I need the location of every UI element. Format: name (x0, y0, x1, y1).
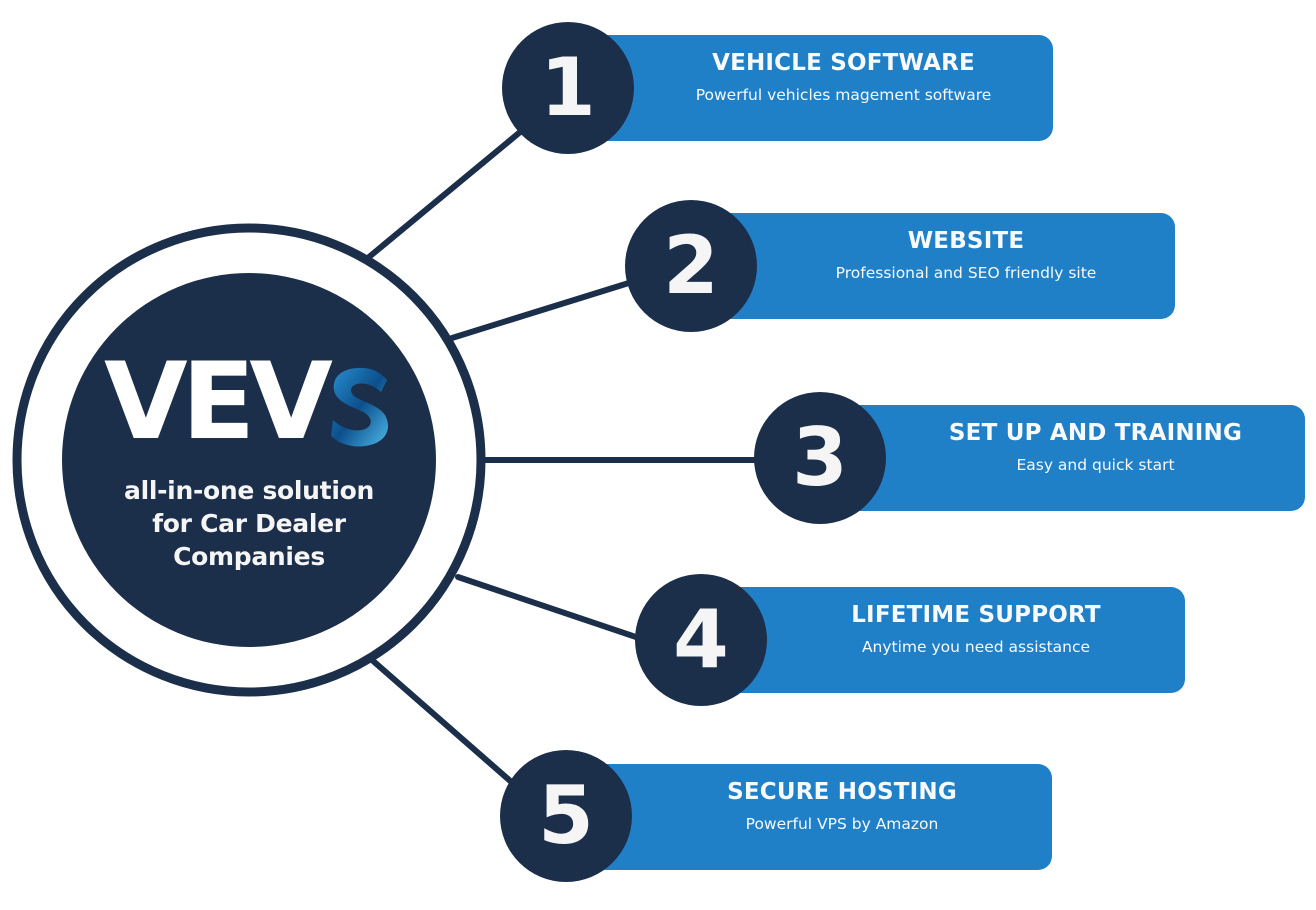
hub-tagline: all-in-one solution for Car Dealer Compa… (62, 474, 436, 573)
feature-subtitle: Anytime you need assistance (861, 638, 1091, 656)
logo-text: VEV (104, 340, 333, 463)
feature-title: WEBSITE (907, 228, 1025, 254)
tagline-line-2: for Car Dealer (152, 509, 346, 538)
logo-s-ribbon-icon (331, 367, 389, 447)
feature-subtitle: Powerful VPS by Amazon (745, 815, 939, 833)
connector-1 (366, 125, 528, 260)
feature-title: SET UP AND TRAINING (948, 420, 1243, 446)
feature-number-badge: 1 (502, 22, 634, 154)
tagline-line-3: Companies (173, 542, 325, 571)
feature-card-secure-hosting: SECURE HOSTING Powerful VPS by Amazon (590, 764, 1052, 870)
feature-card-vehicle-software: VEHICLE SOFTWARE Powerful vehicles magem… (590, 35, 1053, 141)
feature-number-badge: 3 (754, 392, 886, 524)
connectors (366, 125, 763, 789)
feature-title: LIFETIME SUPPORT (851, 602, 1101, 628)
feature-subtitle: Easy and quick start (1016, 456, 1175, 474)
connector-2 (449, 279, 635, 341)
feature-number-badge: 2 (625, 200, 757, 332)
connector-5 (369, 657, 519, 789)
connector-4 (455, 574, 639, 640)
feature-title: VEHICLE SOFTWARE (712, 50, 975, 76)
feature-card-website: WEBSITE Professional and SEO friendly si… (712, 213, 1175, 319)
feature-title: SECURE HOSTING (727, 779, 957, 805)
hub-inner-circle (62, 273, 436, 647)
feature-number-badge: 5 (500, 750, 632, 882)
feature-subtitle: Professional and SEO friendly site (835, 264, 1097, 282)
feature-card-setup-training: SET UP AND TRAINING Easy and quick start (843, 405, 1305, 511)
vevs-logo: VEV (104, 349, 389, 455)
tagline-line-1: all-in-one solution (124, 476, 374, 505)
feature-subtitle: Powerful vehicles magement software (695, 86, 992, 104)
feature-card-lifetime-support: LIFETIME SUPPORT Anytime you need assist… (722, 587, 1185, 693)
feature-number-badge: 4 (635, 574, 767, 706)
